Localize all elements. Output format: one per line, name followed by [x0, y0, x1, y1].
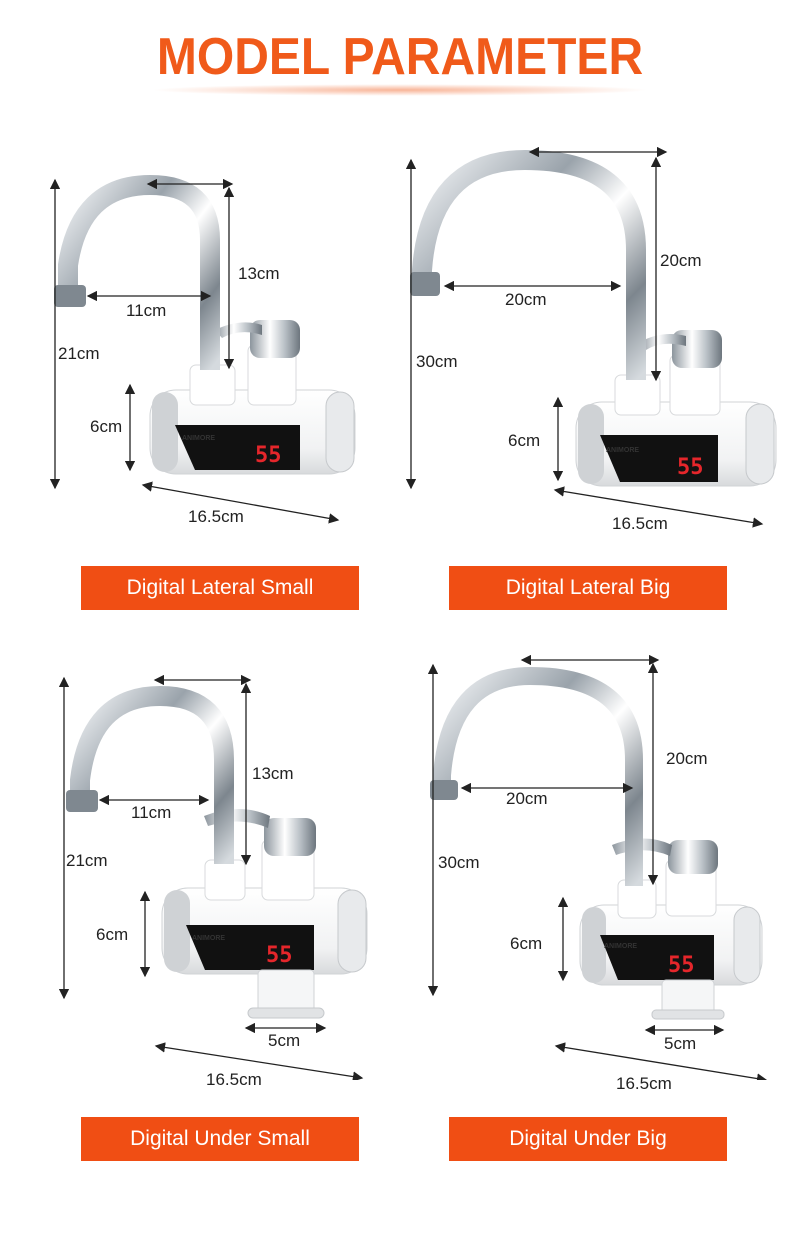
product-label-lateral-big: Digital Lateral Big: [449, 566, 727, 610]
dim-spout-height: 20cm: [666, 749, 708, 768]
dim-spout-height: 20cm: [660, 251, 702, 270]
dim-base-width: 5cm: [268, 1031, 301, 1050]
brand-logo: ANIMORE: [192, 935, 225, 942]
faucet-illustration: ANIMORE 55: [405, 146, 777, 528]
brand-logo: ANIMORE: [182, 435, 215, 442]
dim-body-length: 16.5cm: [206, 1070, 262, 1089]
dim-body-height: 6cm: [508, 431, 541, 450]
dim-body-height: 6cm: [96, 925, 129, 944]
dim-total-height: 21cm: [66, 851, 108, 870]
title-underline-glow: [150, 84, 650, 96]
product-panel-under-small: ANIMORE 55 21cm 13cm 11cm 6cm 5cm 16.5cm…: [0, 650, 400, 1250]
dim-body-height: 6cm: [90, 417, 123, 436]
dim-spout-width: 11cm: [126, 301, 167, 320]
product-panel-under-big: ANIMORE 55 30cm 20cm 20cm 6cm 5cm 16.5cm…: [400, 650, 800, 1250]
dim-body-length: 16.5cm: [612, 514, 668, 533]
dim-spout-height: 13cm: [252, 764, 294, 783]
product-panel-lateral-small: ANIMORE 55 21cm 13cm 11cm 6cm 16.5cm Dig…: [0, 130, 400, 730]
dim-spout-height: 13cm: [238, 264, 280, 283]
temperature-display: 55: [668, 953, 695, 978]
product-label-lateral-small: Digital Lateral Small: [81, 566, 359, 610]
temperature-display: 55: [255, 443, 282, 468]
dim-base-width: 5cm: [664, 1034, 697, 1053]
faucet-illustration: ANIMORE 55: [58, 674, 368, 1080]
page-title: MODEL PARAMETER: [156, 28, 644, 87]
faucet-illustration: ANIMORE 55: [427, 654, 768, 1080]
product-label-under-big: Digital Under Big: [449, 1117, 727, 1161]
faucet-illustration: ANIMORE 55: [49, 174, 356, 524]
dim-spout-width: 20cm: [505, 290, 547, 309]
dim-total-height: 30cm: [438, 853, 480, 872]
brand-logo: ANIMORE: [606, 447, 639, 454]
dim-spout-width: 20cm: [506, 789, 548, 808]
product-panel-lateral-big: ANIMORE 55 30cm 20cm 20cm 6cm 16.5cm Dig…: [400, 130, 800, 730]
product-label-under-small: Digital Under Small: [81, 1117, 359, 1161]
dim-total-height: 21cm: [58, 344, 100, 363]
dim-body-length: 16.5cm: [616, 1074, 672, 1093]
dim-total-height: 30cm: [416, 352, 458, 371]
dim-body-length: 16.5cm: [188, 507, 244, 526]
temperature-display: 55: [266, 943, 293, 968]
dim-body-height: 6cm: [510, 934, 543, 953]
brand-logo: ANIMORE: [604, 943, 637, 950]
temperature-display: 55: [677, 455, 704, 480]
dim-spout-width: 11cm: [131, 803, 172, 822]
